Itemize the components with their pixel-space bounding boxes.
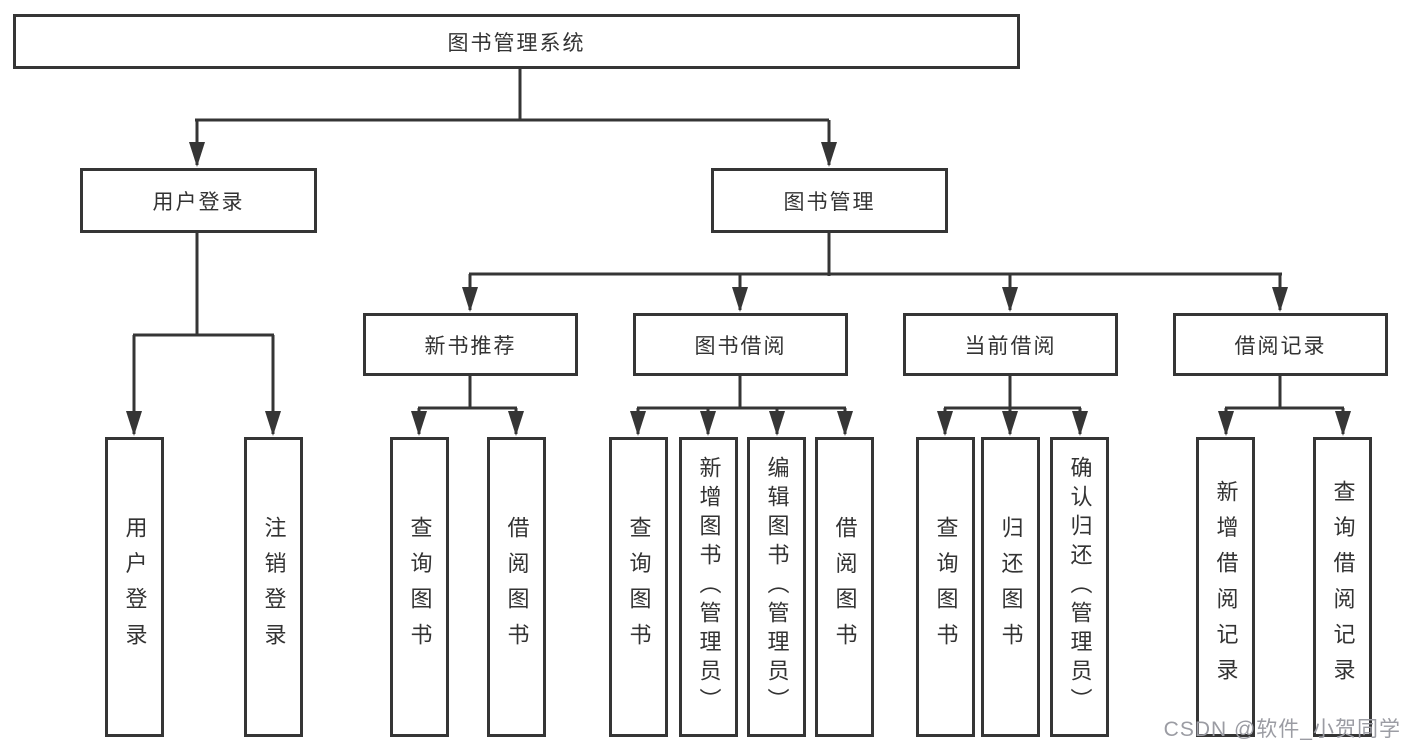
node-root-label: 图书管理系统: [447, 31, 586, 55]
node-book-borrowing: 图书借阅: [633, 313, 848, 376]
node-book-management-label: 图书管理: [783, 190, 876, 214]
leaf-user-login: 用户登录: [105, 437, 164, 737]
node-root: 图书管理系统: [13, 14, 1020, 69]
csdn-watermark: CSDN @软件_小贺同学: [1163, 718, 1401, 741]
leaf-logout: 注销登录: [244, 437, 303, 737]
node-borrowing-records-label: 借阅记录: [1234, 334, 1327, 358]
leaf-bb-query-books-label: 查询图书: [626, 515, 652, 659]
leaf-bb-query-books: 查询图书: [609, 437, 668, 737]
node-current-borrowing-label: 当前借阅: [964, 334, 1057, 358]
leaf-cb-confirm-return-admin-label: 确认归还（管理员）: [1067, 456, 1093, 718]
leaf-bb-add-books-admin: 新增图书（管理员）: [679, 437, 738, 737]
node-user-login: 用户登录: [80, 168, 317, 233]
leaf-br-query-record-label: 查询借阅记录: [1330, 480, 1356, 694]
leaf-bb-edit-books-admin-label: 编辑图书（管理员）: [764, 456, 790, 718]
node-new-book-recommendation: 新书推荐: [363, 313, 578, 376]
node-borrowing-records: 借阅记录: [1173, 313, 1388, 376]
leaf-bb-edit-books-admin: 编辑图书（管理员）: [747, 437, 806, 737]
leaf-br-add-record: 新增借阅记录: [1196, 437, 1255, 737]
node-book-borrowing-label: 图书借阅: [694, 334, 787, 358]
leaf-bb-add-books-admin-label: 新增图书（管理员）: [696, 456, 722, 718]
leaf-logout-label: 注销登录: [261, 515, 287, 659]
leaf-cb-return-books: 归还图书: [981, 437, 1040, 737]
node-new-book-recommendation-label: 新书推荐: [424, 334, 517, 358]
leaf-bb-borrow-books-label: 借阅图书: [832, 515, 858, 659]
leaf-br-query-record: 查询借阅记录: [1313, 437, 1372, 737]
leaf-user-login-label: 用户登录: [122, 515, 148, 659]
leaf-cb-query-books: 查询图书: [916, 437, 975, 737]
leaf-bb-borrow-books: 借阅图书: [815, 437, 874, 737]
leaf-cb-confirm-return-admin: 确认归还（管理员）: [1050, 437, 1109, 737]
leaf-nbr-query-books-label: 查询图书: [407, 515, 433, 659]
leaf-nbr-borrow-books: 借阅图书: [487, 437, 546, 737]
leaf-cb-query-books-label: 查询图书: [933, 515, 959, 659]
leaf-nbr-query-books: 查询图书: [390, 437, 449, 737]
node-current-borrowing: 当前借阅: [903, 313, 1118, 376]
node-user-login-label: 用户登录: [152, 190, 245, 214]
leaf-br-add-record-label: 新增借阅记录: [1213, 480, 1239, 694]
leaf-nbr-borrow-books-label: 借阅图书: [504, 515, 530, 659]
leaf-cb-return-books-label: 归还图书: [998, 515, 1024, 659]
node-book-management: 图书管理: [711, 168, 948, 233]
